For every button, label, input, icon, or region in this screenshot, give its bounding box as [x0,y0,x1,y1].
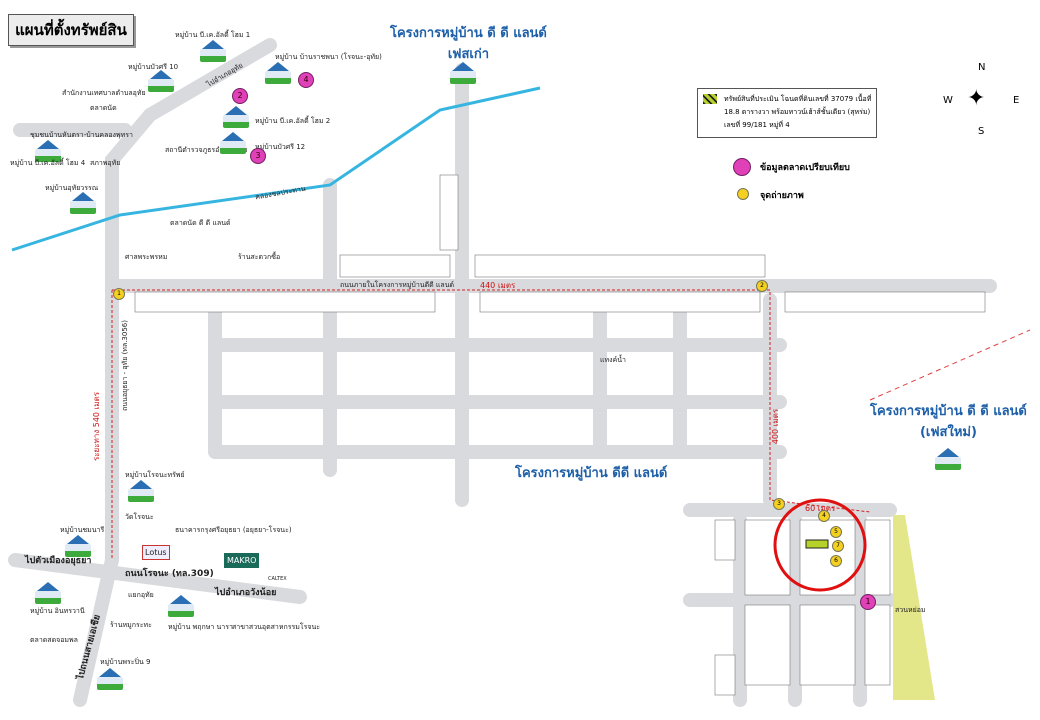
project-new-label: โครงการหมู่บ้าน ดี ดี แลนด์ (เฟสใหม่) [870,400,1027,442]
water-tank-label: แทงค์น้ำ [600,356,626,364]
project-old-name: โครงการหมู่บ้าน ดี ดี แลนด์ [390,26,547,41]
place-label: หมู่บ้านอุทัยวรรณ [45,184,99,192]
legend-comparables: ข้อมูลตลาดเปรียบเทียบ [760,163,850,173]
place-label: ตลาดนัด [90,104,117,112]
legend-photo-points: จุดถ่ายภาพ [760,191,804,201]
park-label: สวนหย่อม [895,606,926,614]
village-icon [450,62,476,84]
photo-point-2: 2 [756,280,768,292]
place-label: ตลาดสดจอมพล [30,636,78,644]
place-label: หมู่บ้านบัวศรี 12 [255,143,306,151]
to-city-label: ไปตัวเมืองอยุธยา [25,556,92,566]
comparable-marker-4: 4 [298,72,314,88]
place-label: ธนาคารกรุงศรีอยุธยา (อยุธยา-โรจนะ) [175,526,292,534]
place-label: หมู่บ้านโรจนะทรัพย์ [125,471,185,479]
route-dotted [111,289,871,560]
place-label: ศาลพระพรหม [125,253,168,261]
compass-s: S [978,126,985,137]
compass: N S W E ✦ [943,62,1019,137]
comparable-marker-1: 1 [860,594,876,610]
place-label: หมู่บ้านชมนารี [60,526,105,534]
place-label: แยกอุทัย [128,591,154,599]
place-label: ร้านหมูกระทะ [110,621,152,629]
photo-point-4: 4 [818,510,830,522]
place-label: หมู่บ้าน บี.เค.อัลดี้ โฮม 2 [255,117,331,125]
compass-w: W [943,95,953,106]
village-icon [223,106,249,128]
place-label: ตลาดนัด ดี ดี แลนด์ [170,219,231,227]
compass-e: E [1013,95,1020,106]
project-new-phase: (เฟสใหม่) [919,425,977,440]
photo-point-6: 6 [830,555,842,567]
map-title: แผนที่ตั้งทรัพย์สิน [8,14,134,46]
photo-point-icon [737,188,749,200]
road-309 [8,553,307,604]
to-wangnoi-label: ไปอำเภอวังน้อย [215,588,277,598]
comparable-marker-3: 3 [250,148,266,164]
village-icon [200,40,226,62]
project-old-phase: เฟสเก่า [447,47,490,62]
place-label: ร้านสะดวกซื้อ [238,253,281,261]
village-icon [168,595,194,617]
comparable-marker-icon [733,158,751,176]
village-icon [220,132,246,154]
subject-property-marker [805,539,829,549]
village-icon [35,582,61,604]
comparable-marker-2: 2 [232,88,248,104]
place-label: หมู่บ้าน บี.เค.อัลดี้ โฮม 1 [175,31,251,39]
project-center-label: โครงการหมู่บ้าน ดีดี แลนด์ [515,466,668,481]
place-label: หมู่บ้าน พฤกษา นารา [168,623,233,631]
phase-boundary [869,329,1031,401]
village-icon [70,192,96,214]
village-icon [97,668,123,690]
place-label: สำนักงานเทศบาลตำบลอุทัย [62,89,146,97]
caltex-sign: CALTEX [268,576,287,582]
place-label: ชุมชนบ้านหันตรา-บ้านคลองพุทรา [30,131,133,139]
place-label: สภาพอุทัย [90,159,121,167]
place-label: วัดโรจนะ [125,513,154,521]
road-3056-label: ถนนอยุธยา - อุทัย (ทล.3056) [120,320,129,411]
compass-n: N [978,62,986,73]
subject-highlight-circle [773,498,867,592]
village-icon [265,62,291,84]
place-label: หมู่บ้านบัวศรี 10 [128,63,179,71]
village-icon [65,535,91,557]
makro-sign: MAKRO [224,553,260,568]
place-label: หมู่บ้าน บี.เค.อัลดี้ โฮม 4 [10,159,86,167]
village-icon [935,448,961,470]
village-icon [128,480,154,502]
place-label: หมู่บ้าน บ้านราชพนา (โรจนะ-อุทัย) [275,53,382,61]
project-old-label: โครงการหมู่บ้าน ดี ดี แลนด์เฟสเก่า [390,22,547,64]
village-icon [35,140,61,162]
legend-subject-text: ทรัพย์สินที่ประเมิน โฉนดที่ดินเลขที่ 370… [724,95,872,129]
photo-point-3: 3 [773,498,785,510]
photo-point-1: 1 [113,288,125,300]
place-label: หมู่บ้านพระปิ่น 9 [100,658,151,666]
park-area [893,515,935,700]
road-diagonal-north [73,38,277,707]
road-grid [208,178,787,507]
legend-subject: ทรัพย์สินที่ประเมิน โฉนดที่ดินเลขที่ 370… [697,88,877,138]
photo-point-5: 5 [830,526,842,538]
building-blocks [134,174,986,696]
inner-road-label: ถนนภายในโครงการหมู่บ้านดีดี แลนด์ [340,281,455,289]
distance-60: 60 เมตร [805,504,836,513]
project-new-name: โครงการหมู่บ้าน ดี ดี แลนด์ [870,404,1027,419]
distance-400: 400 เมตร [771,408,781,445]
place-label: หมู่บ้าน อินทรวานี [30,607,85,615]
photo-point-7: 7 [832,540,844,552]
distance-440: 440 เมตร [480,281,516,290]
compass-rose-icon: ✦ [967,86,986,111]
canal [11,86,541,252]
road-309-label: ถนนโรจนะ (ทล.309) [125,569,214,579]
distance-left: ระยะทาง 540 เมตร [92,391,102,462]
hatch-icon [703,94,717,104]
place-label: สถานีตำรวจภูธรอำเภออุทัย [165,146,248,154]
lotus-sign: Lotus [142,545,170,560]
village-icon [148,70,174,92]
place-label: สาขาสวนอุตสาหกรรมโรจนะ [232,623,321,631]
